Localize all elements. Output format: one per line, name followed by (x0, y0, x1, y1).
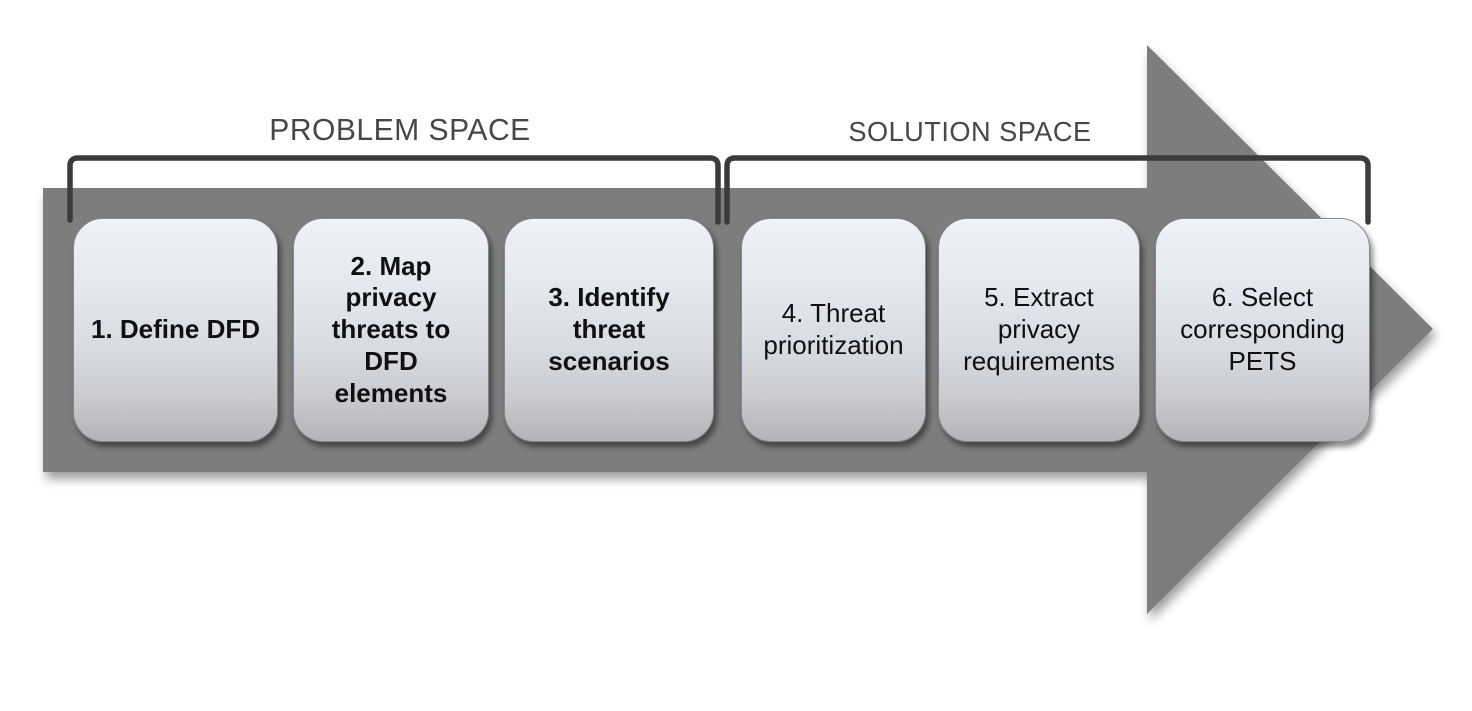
step-label: 3. Identify threat scenarios (548, 282, 670, 376)
step-label: 6. Select corresponding PETS (1180, 282, 1345, 376)
problem-space-label: PROBLEM SPACE (269, 112, 531, 147)
step-label: 5. Extract privacy requirements (963, 282, 1115, 376)
step-label: 4. Threat prioritization (763, 298, 904, 360)
problem-space-bracket (67, 155, 721, 225)
step-box-identify-threat-scenarios: 3. Identify threat scenarios (504, 218, 714, 442)
step-box-threat-prioritization: 4. Threat prioritization (741, 218, 926, 442)
step-box-define-dfd: 1. Define DFD (73, 218, 278, 442)
process-arrow-shape (43, 45, 1433, 614)
step-box-extract-privacy-requirements: 5. Extract privacy requirements (938, 218, 1140, 442)
step-label: 2. Map privacy threats to DFD elements (331, 250, 451, 408)
solution-space-label: SOLUTION SPACE (848, 116, 1092, 147)
step-box-select-corresponding-pets: 6. Select corresponding PETS (1155, 218, 1370, 442)
solution-space-bracket (724, 155, 1371, 225)
step-box-map-privacy-threats: 2. Map privacy threats to DFD elements (293, 218, 489, 442)
step-label: 1. Define DFD (90, 314, 261, 345)
